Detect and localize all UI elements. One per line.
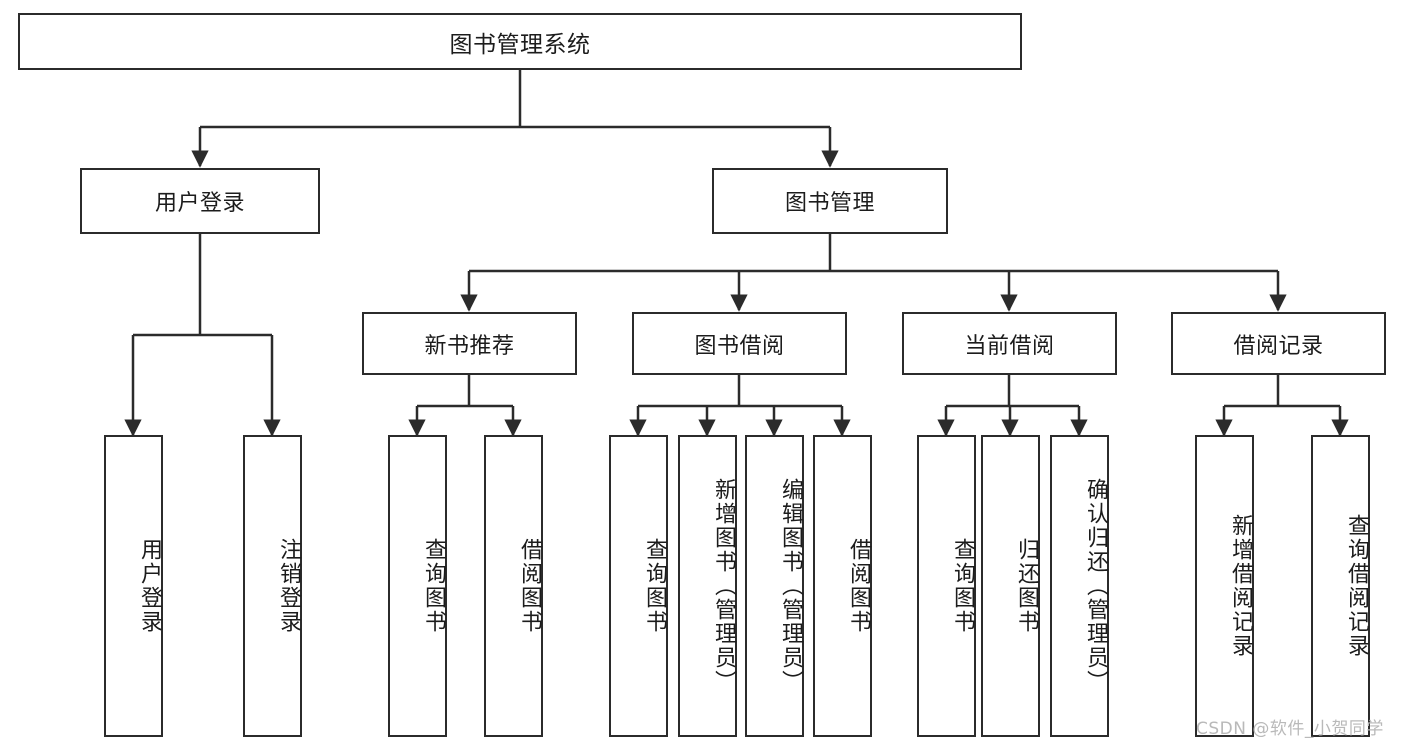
node-borrow-record-label: 借阅记录 bbox=[1233, 333, 1324, 359]
node-book-management[interactable]: 图书管理 bbox=[712, 168, 948, 234]
node-current-borrow-label: 当前借阅 bbox=[964, 333, 1055, 359]
leaf-current-borrow-3-label: 确认归还（管理员） bbox=[1083, 478, 1108, 694]
leaf-new-book-1-label: 查询图书 bbox=[421, 538, 446, 634]
leaf-user-login-1[interactable]: 用户登录 bbox=[104, 435, 163, 737]
leaf-book-borrow-4[interactable]: 借阅图书 bbox=[813, 435, 872, 737]
leaf-book-borrow-1-label: 查询图书 bbox=[642, 538, 667, 634]
leaf-user-login-2[interactable]: 注销登录 bbox=[243, 435, 302, 737]
node-book-borrow[interactable]: 图书借阅 bbox=[632, 312, 847, 375]
leaf-user-login-2-label: 注销登录 bbox=[276, 538, 301, 634]
leaf-book-borrow-3-label: 编辑图书（管理员） bbox=[778, 478, 803, 694]
leaf-new-book-2[interactable]: 借阅图书 bbox=[484, 435, 543, 737]
node-new-book-recommend-label: 新书推荐 bbox=[424, 333, 515, 359]
node-user-login[interactable]: 用户登录 bbox=[80, 168, 320, 234]
leaf-book-borrow-1[interactable]: 查询图书 bbox=[609, 435, 668, 737]
node-root-label: 图书管理系统 bbox=[449, 31, 591, 58]
leaf-new-book-2-label: 借阅图书 bbox=[517, 538, 542, 634]
node-current-borrow[interactable]: 当前借阅 bbox=[902, 312, 1117, 375]
leaf-borrow-record-1[interactable]: 新增借阅记录 bbox=[1195, 435, 1254, 737]
node-book-borrow-label: 图书借阅 bbox=[694, 333, 785, 359]
leaf-borrow-record-1-label: 新增借阅记录 bbox=[1228, 514, 1253, 658]
node-book-management-label: 图书管理 bbox=[784, 191, 875, 216]
leaf-current-borrow-1-label: 查询图书 bbox=[950, 538, 975, 634]
leaf-book-borrow-4-label: 借阅图书 bbox=[846, 538, 871, 634]
leaf-current-borrow-2[interactable]: 归还图书 bbox=[981, 435, 1040, 737]
csdn-watermark: CSDN @软件_小贺同学 bbox=[1196, 719, 1384, 739]
node-user-login-label: 用户登录 bbox=[154, 191, 245, 216]
node-borrow-record[interactable]: 借阅记录 bbox=[1171, 312, 1386, 375]
leaf-book-borrow-2-label: 新增图书（管理员） bbox=[711, 478, 736, 694]
leaf-borrow-record-2-label: 查询借阅记录 bbox=[1344, 514, 1369, 658]
leaf-book-borrow-2[interactable]: 新增图书（管理员） bbox=[678, 435, 737, 737]
leaf-book-borrow-3[interactable]: 编辑图书（管理员） bbox=[745, 435, 804, 737]
node-new-book-recommend[interactable]: 新书推荐 bbox=[362, 312, 577, 375]
leaf-new-book-1[interactable]: 查询图书 bbox=[388, 435, 447, 737]
leaf-current-borrow-3[interactable]: 确认归还（管理员） bbox=[1050, 435, 1109, 737]
leaf-user-login-1-label: 用户登录 bbox=[137, 538, 162, 634]
leaf-borrow-record-2[interactable]: 查询借阅记录 bbox=[1311, 435, 1370, 737]
leaf-current-borrow-1[interactable]: 查询图书 bbox=[917, 435, 976, 737]
node-root[interactable]: 图书管理系统 bbox=[18, 13, 1022, 70]
leaf-current-borrow-2-label: 归还图书 bbox=[1014, 538, 1039, 634]
